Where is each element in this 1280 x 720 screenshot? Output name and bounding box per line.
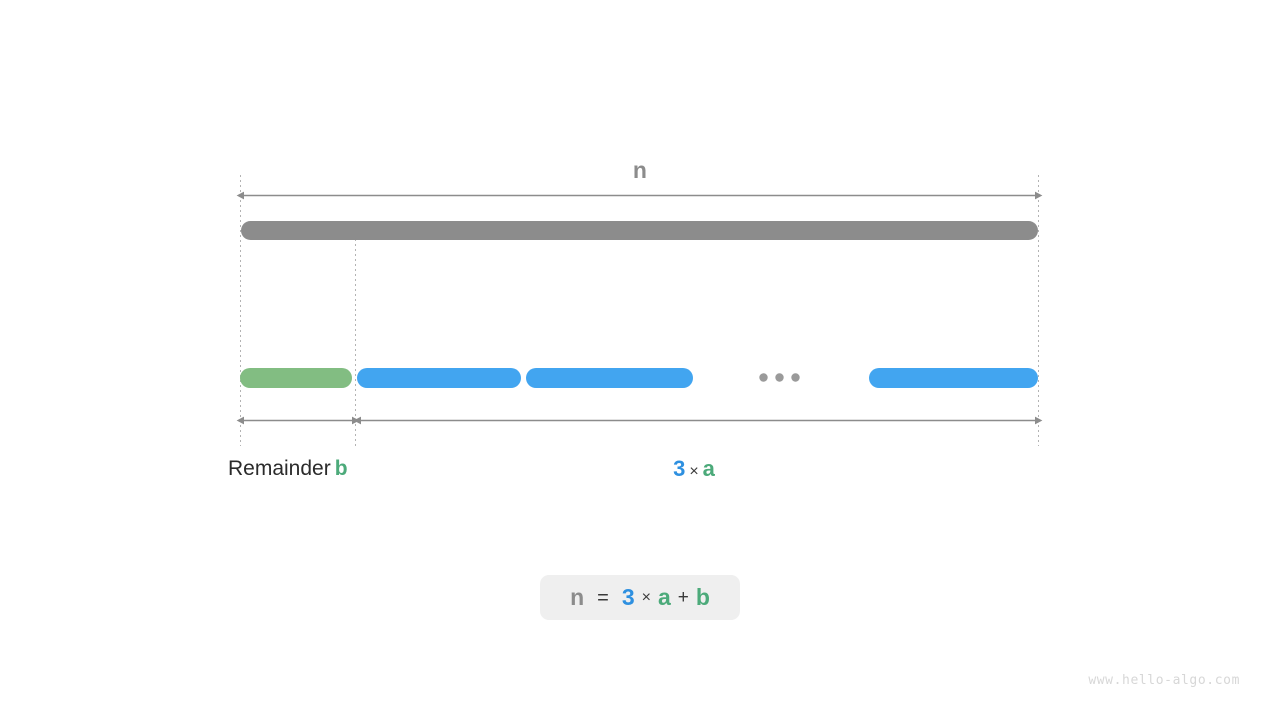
formula-plus: + — [677, 587, 689, 608]
label-remainder-variable: b — [334, 457, 348, 480]
segment-bar-remainder — [240, 368, 352, 388]
total-bar-n — [241, 221, 1038, 240]
segment-bar-a-last — [869, 368, 1038, 388]
label-remainder-text: Remainder — [228, 457, 331, 480]
formula-box: n = 3 × a + b — [540, 575, 740, 620]
formula-equals: = — [597, 586, 609, 609]
guide-lines — [240, 175, 1039, 446]
formula-b: b — [695, 584, 710, 610]
label-n: n — [632, 157, 648, 183]
label-multiple-operator: × — [689, 463, 699, 480]
ellipsis-dot — [791, 373, 800, 382]
ellipsis-dot — [775, 373, 784, 382]
label-multiple: 3×a — [604, 455, 784, 486]
formula-times: × — [641, 588, 651, 606]
ellipsis-dot — [759, 373, 768, 382]
formula-a: a — [657, 584, 671, 610]
ellipsis-dots — [759, 373, 800, 382]
segment-bar-a-2 — [526, 368, 693, 388]
formula-n: n — [570, 584, 585, 610]
watermark: www.hello-algo.com — [1088, 673, 1240, 688]
segment-bar-a-1 — [357, 368, 521, 388]
label-multiple-variable: a — [702, 456, 715, 481]
label-multiple-count: 3 — [673, 456, 686, 481]
formula-three: 3 — [621, 584, 635, 610]
